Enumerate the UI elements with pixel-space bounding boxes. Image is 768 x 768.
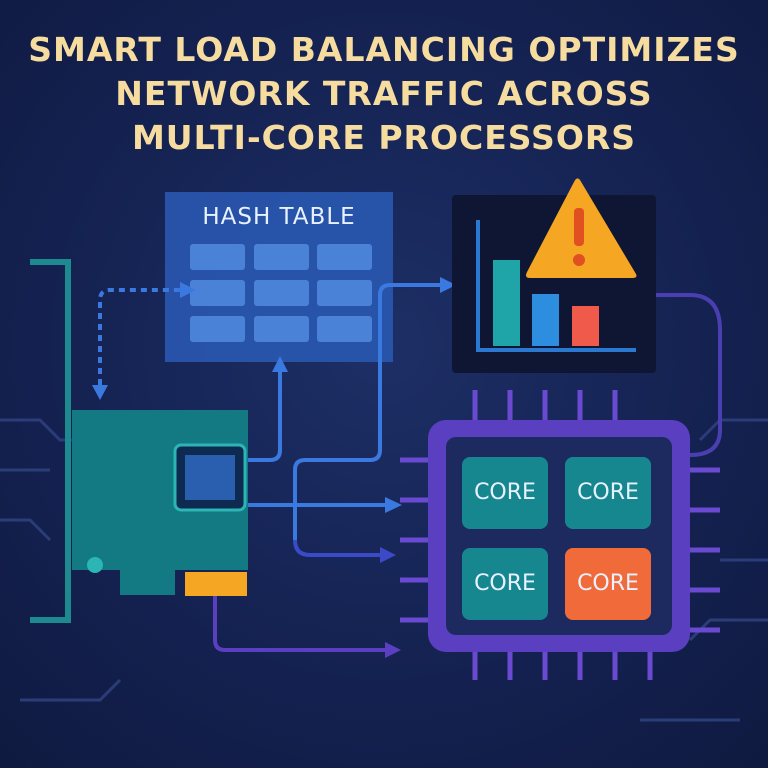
title-line: NETWORK TRAFFIC ACROSS [115,74,653,113]
core-label: CORE [474,571,536,596]
warning-icon [526,178,637,278]
core-label: CORE [474,480,536,505]
hash-table-icon [165,192,393,362]
title-line: SMART LOAD BALANCING OPTIMIZES [28,30,740,69]
monitoring-panel [452,178,656,373]
core-label-overloaded: CORE [577,571,639,596]
title-line: MULTI-CORE PROCESSORS [131,118,637,157]
core-label: CORE [577,480,639,505]
title: SMART LOAD BALANCING OPTIMIZES NETWORK T… [0,28,768,160]
network-card-icon [30,259,248,623]
bar-chart-icon [493,260,520,346]
hash-table-label: HASH TABLE [202,204,356,230]
cpu-icon [400,390,720,680]
arrows [98,283,722,652]
